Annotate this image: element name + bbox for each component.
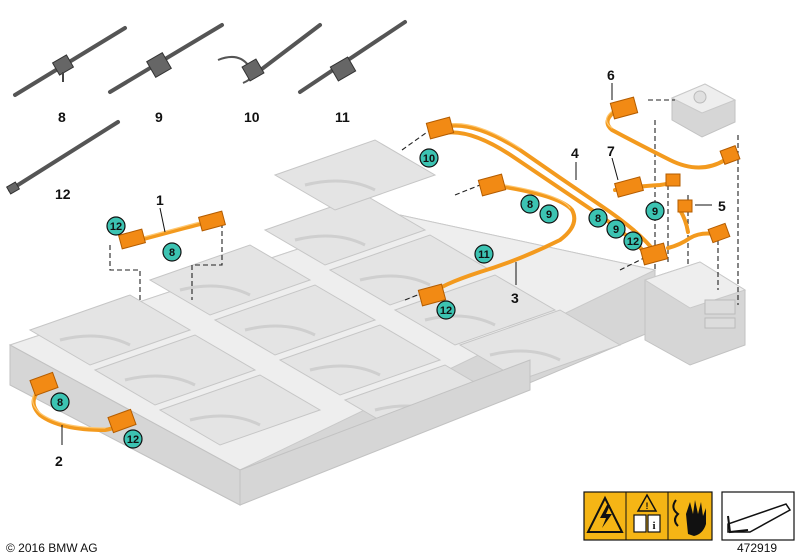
svg-text:8: 8 [57,397,63,409]
svg-text:10: 10 [423,153,435,165]
svg-text:12: 12 [110,221,122,233]
badge-12-cable4: 12 [623,231,643,251]
part-number-3: 3 [511,290,519,306]
cable-tie-8 [13,26,127,97]
hv-cable-3 [417,173,577,307]
badge-9-cable7: 9 [645,201,665,221]
tool-slope-icon [721,491,795,541]
hv-cable-2 [29,371,137,434]
svg-text:8: 8 [169,247,175,259]
leader-lines [61,83,712,445]
svg-text:8: 8 [595,213,601,225]
cable-tie-9 [108,23,224,94]
part-number-5: 5 [718,198,726,214]
electric-hand-icon [672,499,706,536]
svg-text:9: 9 [546,209,552,221]
svg-text:8: 8 [527,199,533,211]
badge-11-cable3: 11 [474,244,494,264]
copyright-notice: © 2016 BMW AG [6,541,98,555]
svg-text:12: 12 [127,434,139,446]
badge-8-cable1: 8 [162,242,182,262]
hv-cable-1 [117,210,227,250]
svg-text:11: 11 [478,249,490,261]
part-number-12: 12 [55,186,71,202]
svg-text:i: i [652,520,655,532]
safety-warning-panel: ! i [583,491,713,541]
badge-9-cable3: 9 [539,204,559,224]
badge-8-cable2: 8 [50,392,70,412]
svg-text:9: 9 [613,224,619,236]
part-number-9: 9 [155,109,163,125]
badge-8-cable4: 8 [588,208,608,228]
part-number-1: 1 [156,192,164,208]
cable-tie-10 [217,23,322,84]
diagram-id: 472919 [737,541,778,555]
part-number-8: 8 [58,109,66,125]
cable-tie-11 [298,20,407,94]
badge-9-cable4: 9 [606,219,626,239]
read-manual-icon: ! i [633,493,661,533]
svg-text:!: ! [646,501,649,511]
battery-pack [8,139,657,506]
cable-tie-12 [5,120,120,195]
badge-12-cable1: 12 [106,216,126,236]
junction-box [670,83,737,138]
badge-10-cable4: 10 [419,148,439,168]
control-box [643,261,747,366]
hv-cable-5 [666,199,731,250]
badge-8-cable3: 8 [520,194,540,214]
badge-12-cable3: 12 [436,300,456,320]
hv-cable-6 [605,96,741,170]
part-number-2: 2 [55,453,63,469]
badge-12-cable2: 12 [123,429,143,449]
svg-text:9: 9 [652,206,658,218]
hv-cable-7 [613,173,681,198]
high-voltage-warning-icon [586,495,624,533]
part-number-labels: 8 9 10 11 12 1 2 3 4 5 6 7 [55,67,726,469]
svg-text:12: 12 [627,236,639,248]
part-number-6: 6 [607,67,615,83]
part-number-7: 7 [607,143,615,159]
part-number-10: 10 [244,109,260,125]
part-number-4: 4 [571,145,579,161]
battery-module-grid [28,139,622,446]
svg-text:12: 12 [440,305,452,317]
part-number-11: 11 [335,109,350,125]
